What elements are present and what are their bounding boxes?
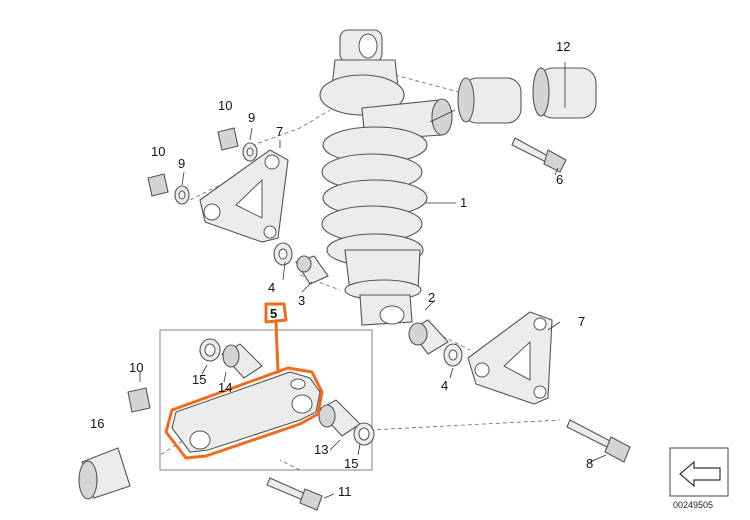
document-number: 00249505	[673, 500, 713, 510]
nut-10-mid	[147, 173, 169, 197]
callout-6: 6	[556, 172, 563, 187]
callout-10-upper: 10	[218, 98, 232, 113]
callout-11: 11	[338, 484, 352, 499]
sleeve-13	[317, 399, 361, 437]
corner-badge: 00249505	[669, 447, 729, 510]
leader-lines	[139, 62, 607, 499]
callout-10-mid: 10	[151, 144, 165, 159]
callout-14: 14	[218, 380, 232, 395]
callout-4-lower: 4	[441, 378, 448, 393]
nut-10-lower	[127, 387, 151, 413]
callout-10-lower: 10	[129, 360, 143, 375]
sleeve-2	[408, 319, 449, 355]
washer-4-lower	[443, 343, 463, 367]
sleeve-3	[295, 255, 329, 285]
bracket-right	[467, 311, 553, 405]
highlight-part-5	[164, 302, 324, 460]
washer-15-bottom	[353, 422, 375, 446]
callout-7-upper: 7	[276, 124, 283, 139]
callout-7-lower: 7	[578, 314, 585, 329]
bushing-16	[78, 447, 131, 500]
callout-15-lower: 15	[344, 456, 358, 471]
callout-9-upper: 9	[248, 110, 255, 125]
callout-4-upper: 4	[268, 280, 275, 295]
washer-9-upper	[242, 142, 258, 162]
washer-15-top	[199, 338, 221, 362]
callout-5: 5	[270, 306, 277, 321]
bolt-8	[566, 419, 631, 463]
callout-3: 3	[298, 293, 305, 308]
link-lever	[171, 371, 321, 453]
callout-9-mid: 9	[178, 156, 185, 171]
highlight-lever-outline	[164, 366, 324, 460]
callout-13: 13	[314, 442, 328, 457]
highlight-leader	[274, 320, 280, 374]
callout-12: 12	[556, 39, 570, 54]
bolt-6	[511, 137, 567, 173]
bracket-left	[199, 149, 289, 243]
highlight-callout-box	[264, 302, 288, 324]
callout-15-upper: 15	[192, 372, 206, 387]
shock-absorber	[319, 29, 453, 326]
bolt-11	[266, 477, 323, 511]
subassembly-box	[159, 329, 373, 471]
spring	[321, 126, 428, 267]
callout-8: 8	[586, 456, 593, 471]
callouts: 1 2 3 4 4 5 6 7 7 8 9 9 10 10 10 11 12 1…	[90, 39, 593, 499]
nut-10-upper	[217, 127, 239, 151]
sleeve-14	[221, 343, 263, 379]
washer-4-upper	[273, 242, 293, 266]
arrow-icon	[679, 460, 721, 488]
callout-16: 16	[90, 416, 104, 431]
reservoir	[457, 67, 597, 124]
callout-1: 1	[460, 195, 467, 210]
callout-2: 2	[428, 290, 435, 305]
washer-9-mid	[174, 185, 190, 205]
